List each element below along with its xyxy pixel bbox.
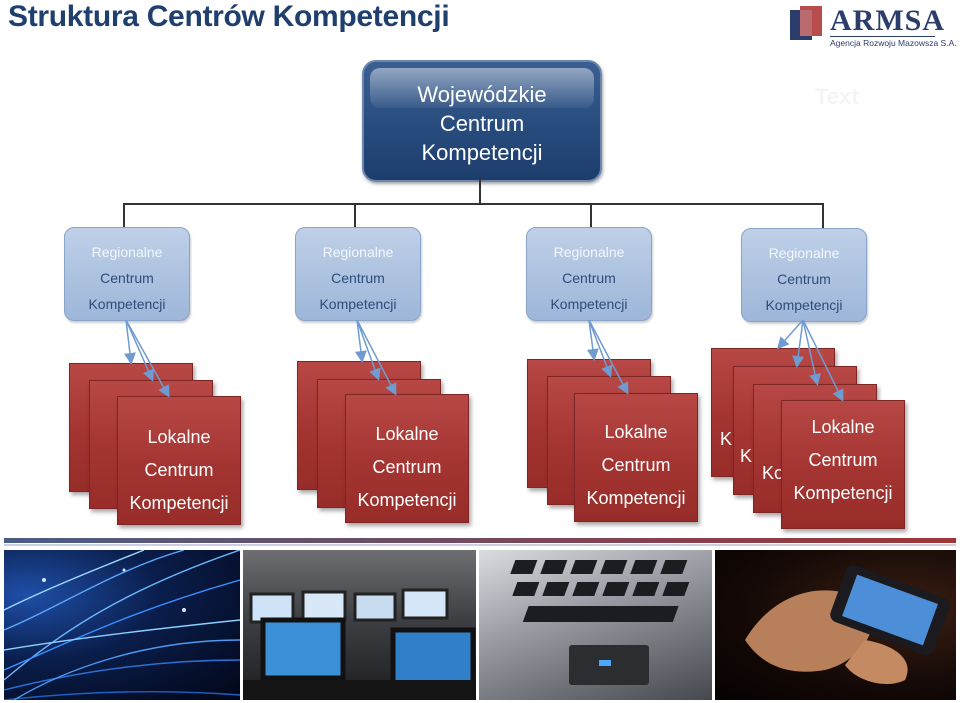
local-node-peek-text: Ko [762,463,785,483]
connector-drop-1 [123,203,125,229]
top-node-label: Wojewódzkie Centrum Kompetencji [417,82,547,165]
connector-vertical-main [479,178,481,204]
connector-drop-4 [822,203,824,229]
divider-band-shadow [4,544,956,546]
local-node-peek-text: K [720,429,733,449]
arrow [125,319,154,382]
page-title: Struktura Centrów Kompetencji [8,0,450,33]
arrow [588,319,613,378]
connector-horizontal [123,203,823,205]
logo-name: ARMSA [830,4,945,37]
regional-node-1: Regionalne Centrum Kompetencji [64,227,190,321]
local-node-3: Lokalne Centrum Kompetencji [574,393,698,522]
local-node-2: Lokalne Centrum Kompetencji [345,394,469,523]
armsa-logo-icon [790,6,822,40]
regional-node-3: Regionalne Centrum Kompetencji [526,227,652,321]
arrow [354,319,367,363]
arrow [802,319,844,402]
arrow [588,319,629,395]
local-node-1: Lokalne Centrum Kompetencji [117,396,241,525]
arrow [356,319,397,396]
smartphone-hand-image [715,550,956,700]
divider-band [4,538,956,543]
regional-top-node: Wojewódzkie Centrum Kompetencji [362,60,602,182]
logo-subtitle: Agencja Rozwoju Mazowsza S.A. [830,38,957,48]
local-node-peek-text: K [740,446,753,466]
placeholder-text: Text [815,84,859,109]
arrow [792,319,805,368]
arrow [125,319,170,398]
armsa-logo: ARMSA Agencja Rozwoju Mazowsza S.A. [788,4,957,50]
laptop-keyboard-image [479,550,712,700]
arrow [802,319,821,386]
fiber-optic-image [4,550,240,700]
arrow [356,319,381,381]
logo-divider [830,36,935,37]
arrow [586,319,599,361]
local-node-4: Lokalne Centrum Kompetencji [781,400,905,529]
connector-drop-2 [354,203,356,229]
connector-drop-3 [590,203,592,229]
regional-node-4: Regionalne Centrum Kompetencji [741,228,867,322]
arrow [777,319,804,350]
computer-lab-image [243,550,476,700]
regional-node-2: Regionalne Centrum Kompetencji [295,227,421,321]
arrow [123,319,136,365]
